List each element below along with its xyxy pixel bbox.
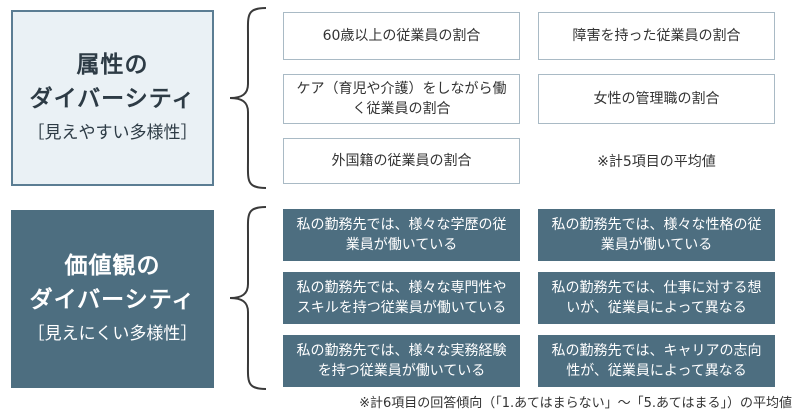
value-item-personality: 私の勤務先では、様々な性格の従業員が働いている	[538, 209, 775, 261]
value-diversity-title-line2: ダイバーシティ	[29, 287, 196, 313]
attribute-diversity-title-line2: ダイバーシティ	[29, 86, 196, 112]
attribute-diversity-box: 属性の ダイバーシティ ［見えやすい多様性］	[11, 10, 214, 186]
attribute-note: ※計5項目の平均値	[597, 154, 716, 170]
attribute-diversity-subtitle: ［見えやすい多様性］	[27, 123, 198, 143]
attribute-item-age60: 60歳以上の従業員の割合	[283, 12, 520, 60]
attribute-diversity-title: 属性の	[76, 52, 149, 78]
attribute-item-disability: 障害を持った従業員の割合	[538, 12, 775, 60]
value-item-expertise: 私の勤務先では、様々な専門性やスキルを持つ従業員が働いている	[283, 272, 520, 324]
attribute-item-female-managers: 女性の管理職の割合	[538, 74, 775, 124]
curly-brace-bottom	[229, 206, 267, 390]
value-item-education: 私の勤務先では、様々な学歴の従業員が働いている	[283, 209, 520, 261]
value-item-work-attitude: 私の勤務先では、仕事に対する想いが、従業員によって異なる	[538, 272, 775, 324]
value-diversity-title: 価値観の	[64, 253, 161, 279]
curly-brace-top	[229, 7, 267, 189]
footnote: ※計6項目の回答傾向（「1.あてはまらない」～「5.あてはまる」）の平均値	[359, 396, 792, 411]
attribute-item-foreign: 外国籍の従業員の割合	[283, 138, 520, 184]
value-item-career: 私の勤務先では、キャリアの志向性が、従業員によって異なる	[538, 335, 775, 387]
value-diversity-box: 価値観の ダイバーシティ ［見えにくい多様性］	[11, 210, 214, 388]
attribute-item-caregiving: ケア（育児や介護）をしながら働く従業員の割合	[283, 74, 520, 124]
value-diversity-subtitle: ［見えにくい多様性］	[27, 324, 198, 344]
value-item-experience: 私の勤務先では、様々な実務経験を持つ従業員が働いている	[283, 335, 520, 387]
